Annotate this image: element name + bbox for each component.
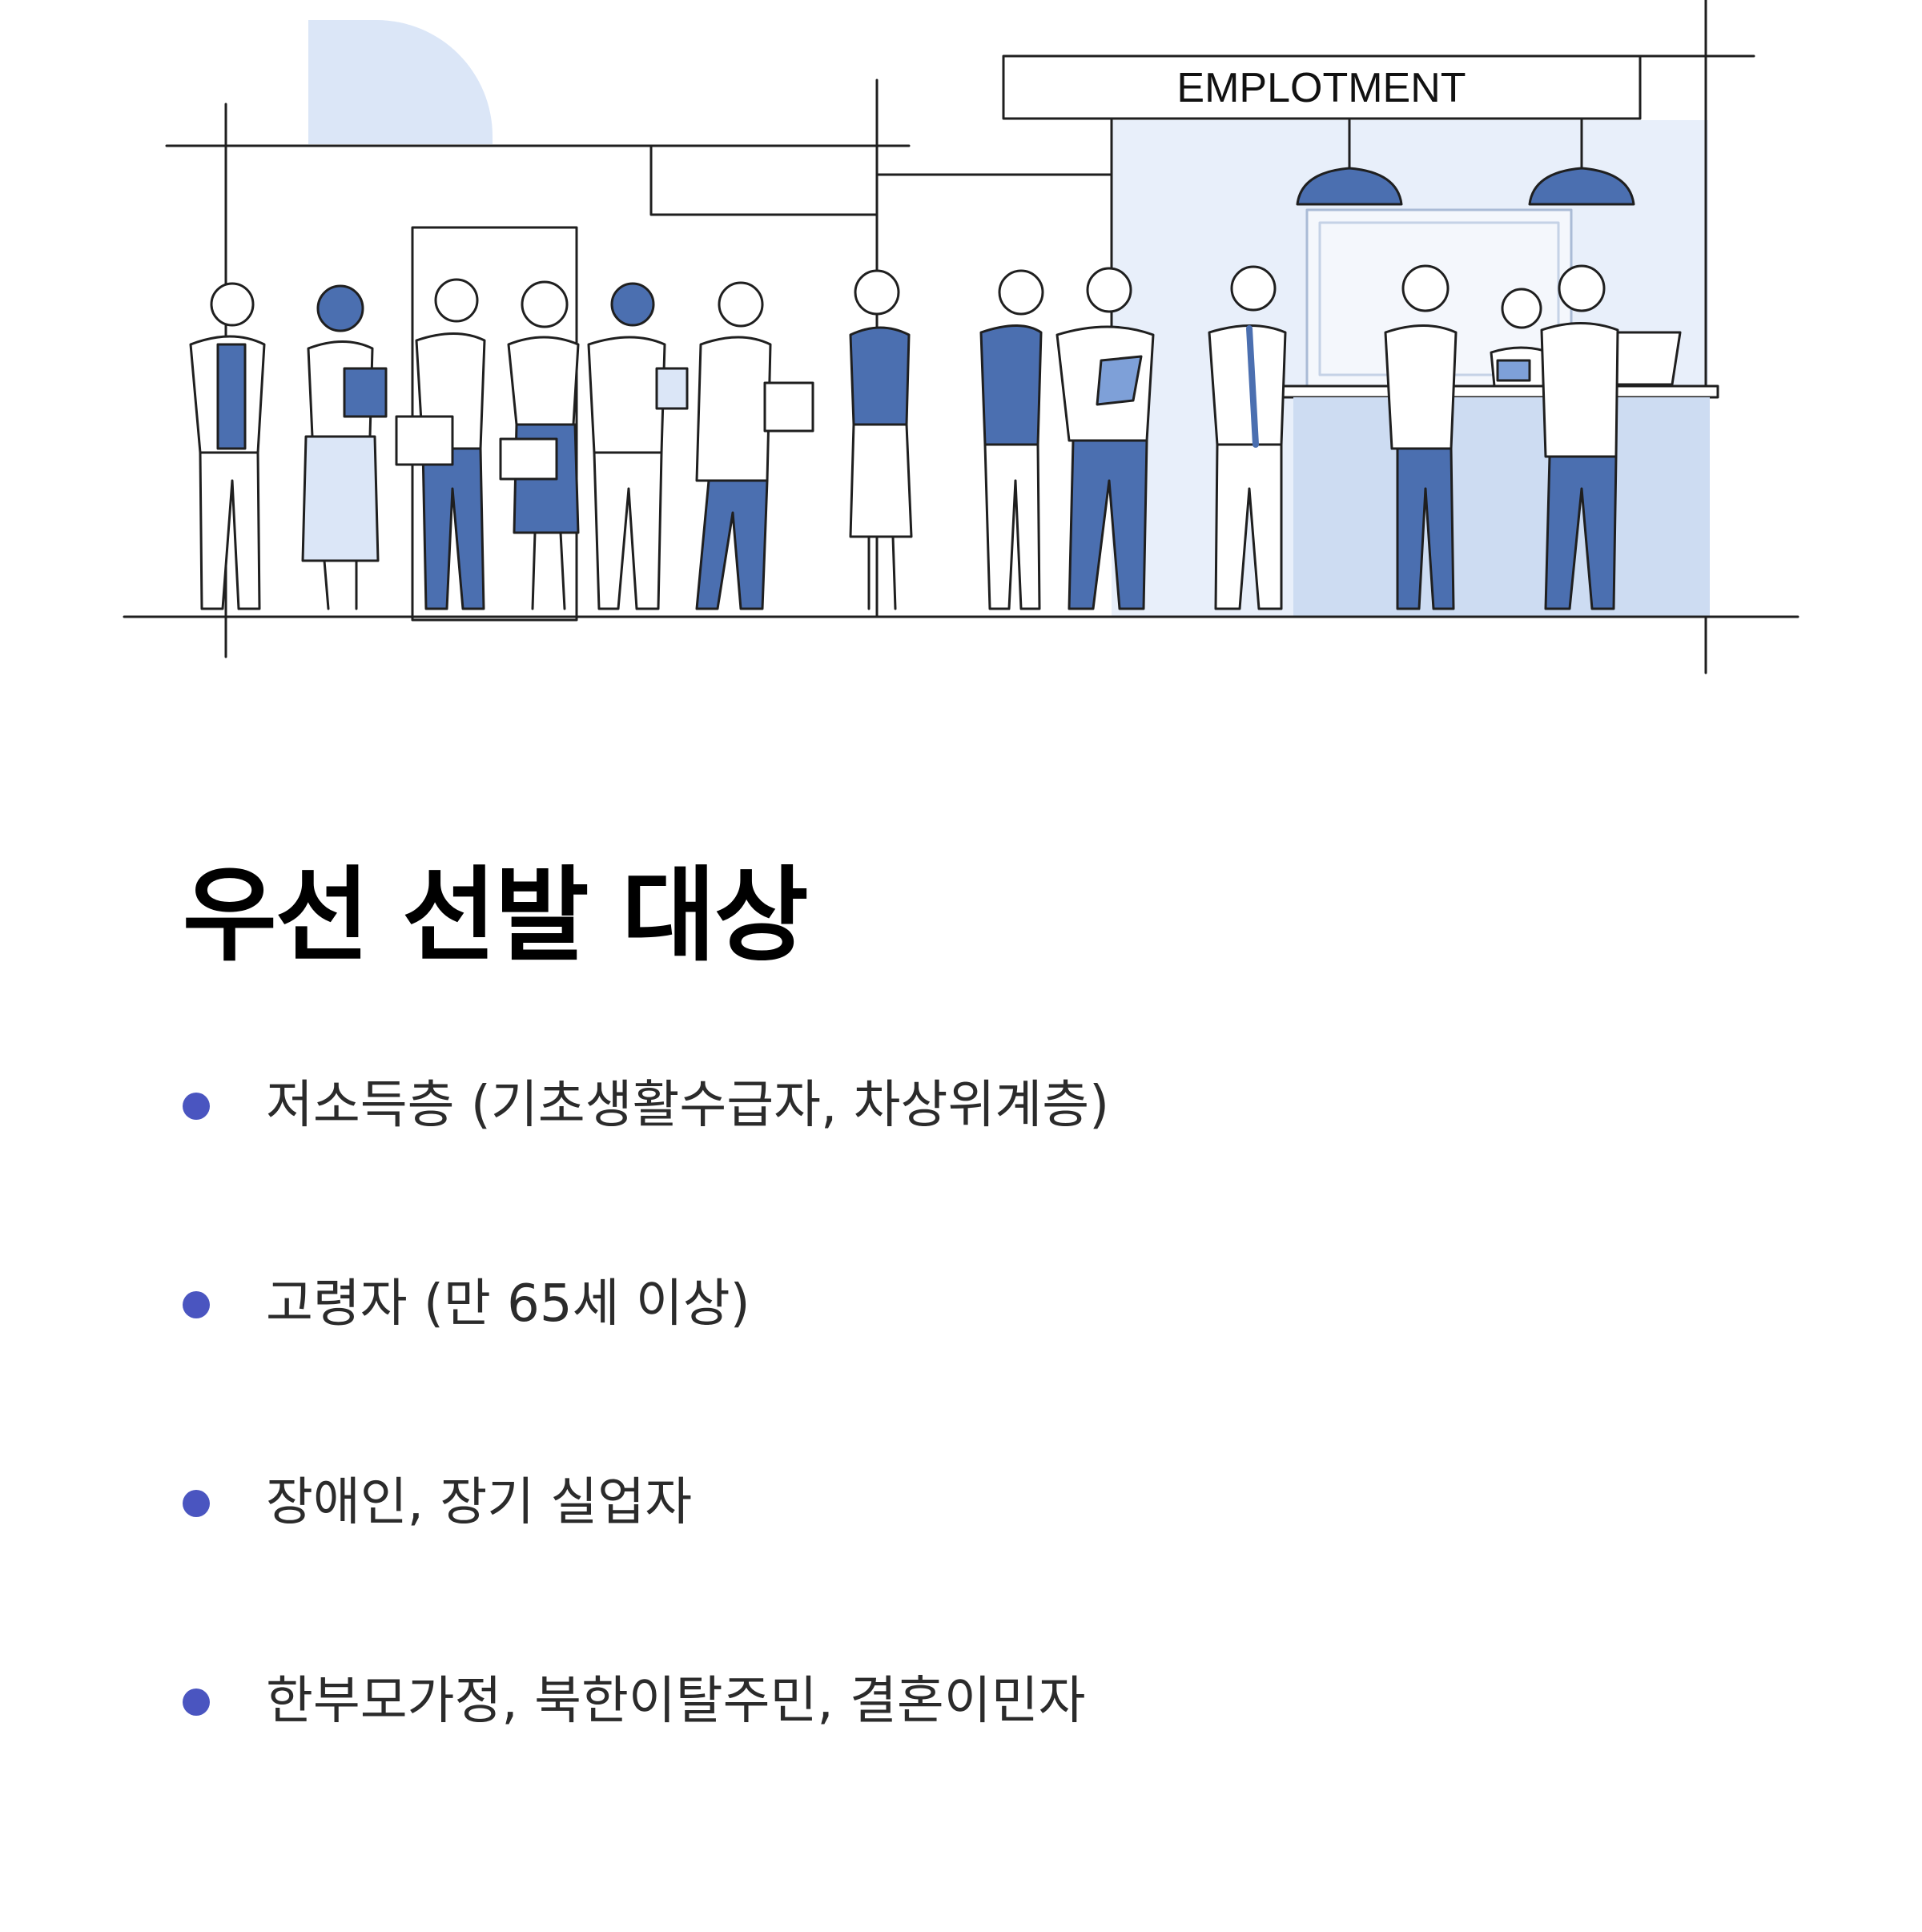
bullet-dot — [183, 1291, 210, 1318]
page-title: 우선 선발 대상 — [183, 856, 809, 976]
list-item-text: 한부모가정, 북한이탈주민, 결혼이민자 — [266, 1672, 1086, 1731]
list-item-text: 장애인, 장기 실업자 — [266, 1473, 693, 1532]
bullet-dot — [183, 1093, 210, 1120]
bullet-dot — [183, 1490, 210, 1517]
employment-sign-text: EMPLOTMENT — [1176, 65, 1466, 111]
job-queue-illustration: EMPLOTMENT — [0, 0, 1922, 689]
list-item-text: 고령자 (만 65세 이상) — [266, 1274, 750, 1334]
bullet-dot — [183, 1688, 210, 1716]
list-item-text: 저소득층 (기초생활수급자, 차상위계층) — [266, 1076, 1110, 1135]
